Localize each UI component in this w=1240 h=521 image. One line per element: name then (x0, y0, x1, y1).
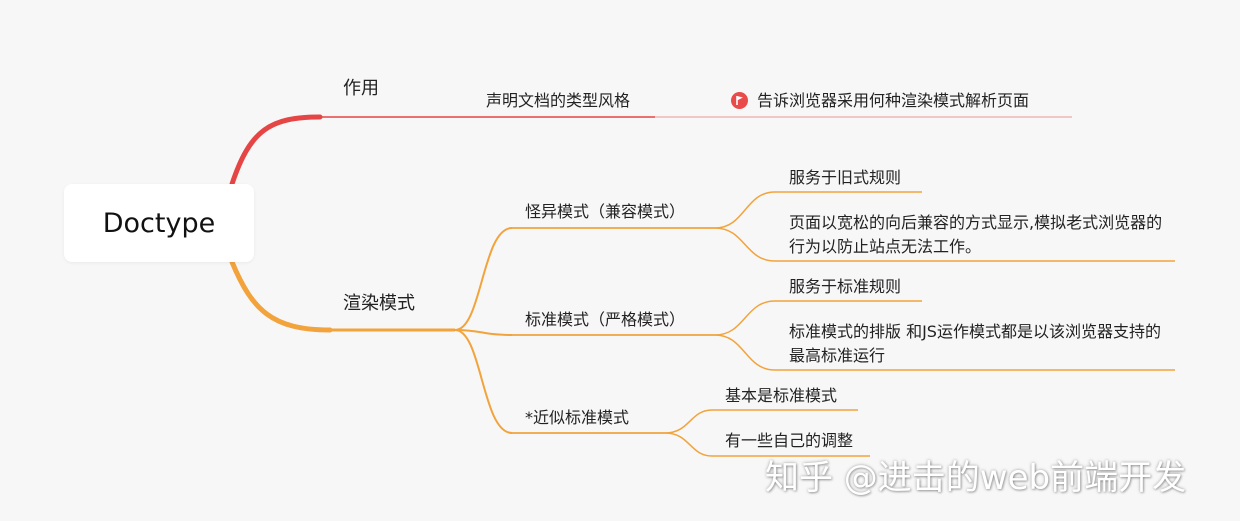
edge-almost-c1 (664, 409, 713, 434)
edge-xuanran-almost (454, 329, 513, 434)
edge-xuanran-standard (454, 329, 513, 336)
node-standard-c1[interactable]: 服务于标准规则 (789, 277, 902, 296)
edge-standard-c2 (714, 334, 776, 371)
node-almost[interactable]: *近似标准模式 (525, 408, 630, 427)
root-node[interactable]: Doctype (64, 184, 254, 262)
node-standard-c2[interactable]: 标准模式的排版 和JS运作模式都是以该浏览器支持的最高标准运行 (789, 322, 1161, 365)
watermark: 知乎 @进击的web前端开发 (765, 458, 1187, 498)
node-almost-c2[interactable]: 有一些自己的调整 (725, 431, 854, 450)
root-label: Doctype (102, 207, 216, 239)
node-almost-c1[interactable]: 基本是标准模式 (725, 386, 838, 405)
node-zuoyong-desc[interactable]: 声明文档的类型风格 (486, 91, 631, 110)
edge-quirks-c1 (714, 191, 776, 229)
node-zuoyong-note[interactable]: 告诉浏览器采用何种渲染模式解析页面 (757, 91, 1030, 110)
edge-quirks-c2 (714, 227, 776, 262)
edge-xuanran-quirks (454, 227, 513, 331)
node-standard[interactable]: 标准模式（严格模式） (525, 310, 686, 329)
flag-icon (731, 92, 748, 109)
node-xuanran[interactable]: 渲染模式 (343, 293, 415, 314)
node-quirks[interactable]: 怪异模式（兼容模式） (525, 202, 686, 221)
edge-standard-c1 (714, 300, 776, 336)
edge-root-zuoyong (229, 114, 323, 187)
edge-almost-c2 (664, 432, 713, 457)
node-quirks-c1[interactable]: 服务于旧式规则 (789, 168, 902, 187)
node-zuoyong[interactable]: 作用 (343, 78, 379, 99)
node-quirks-c2[interactable]: 页面以宽松的向后兼容的方式显示,模拟老式浏览器的行为以防止站点无法工作。 (789, 213, 1163, 256)
edge-root-xuanran (229, 259, 333, 333)
